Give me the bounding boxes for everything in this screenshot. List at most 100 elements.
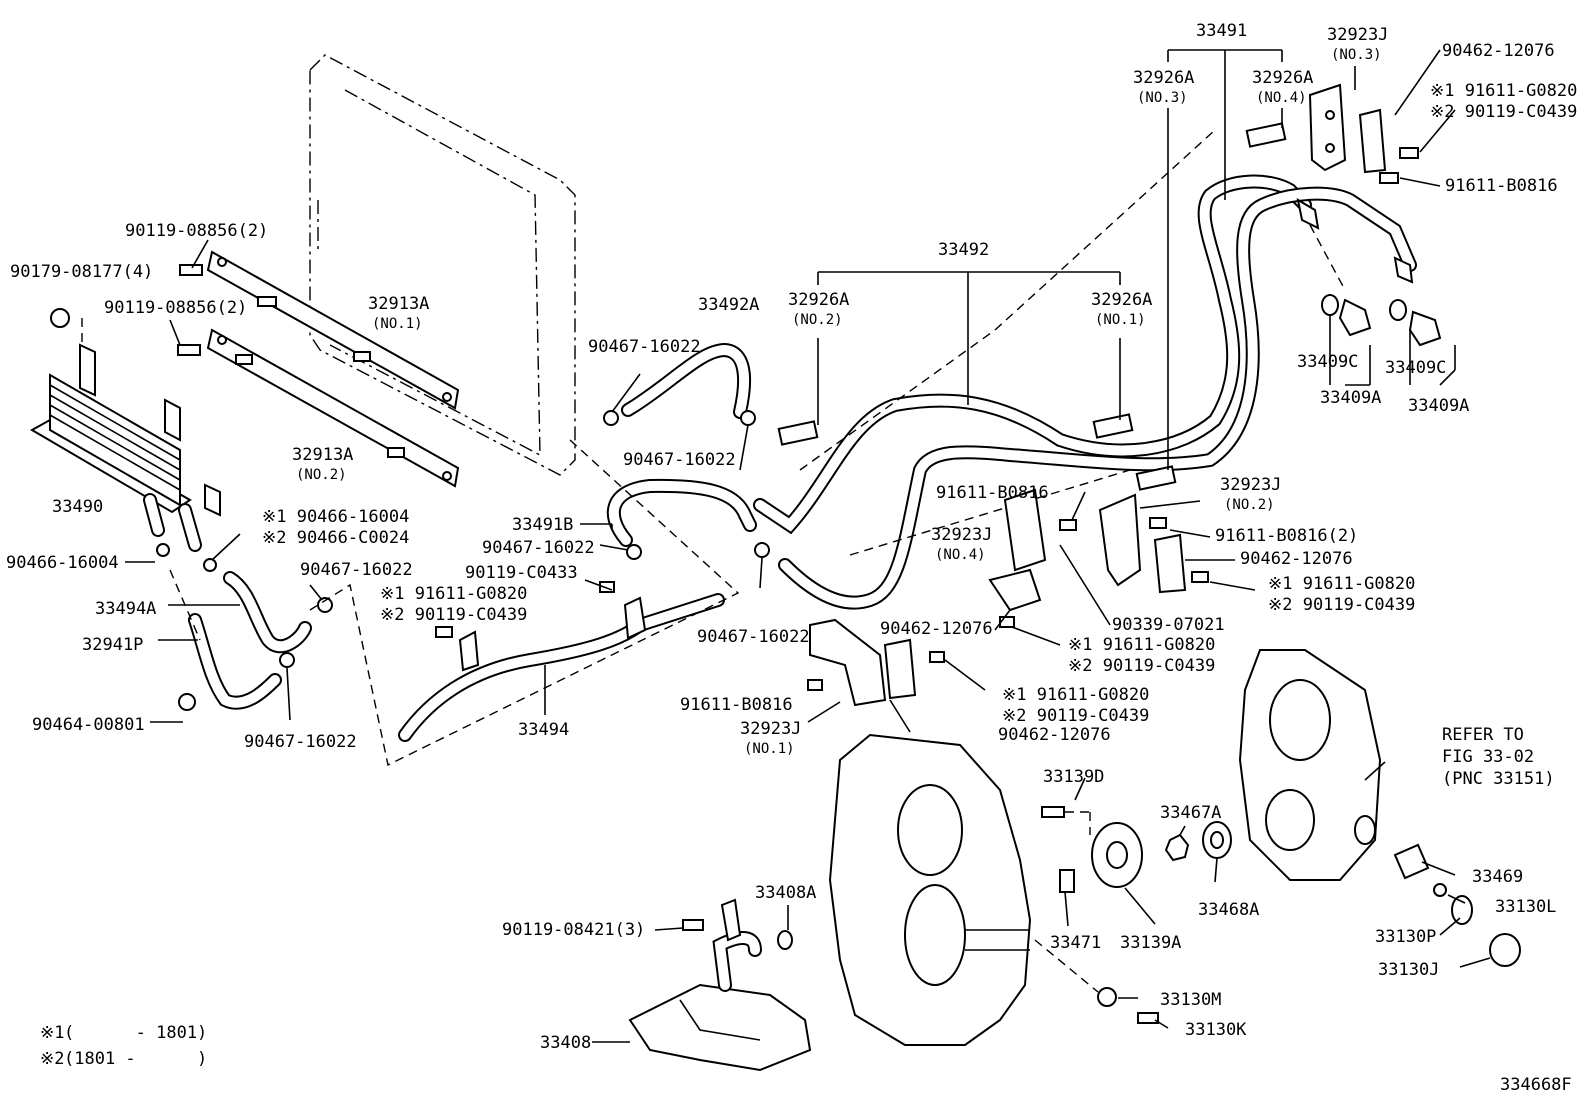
label-90119-08856-b: 90119-08856(2) — [104, 298, 247, 318]
label-32923J-no4: 32923J — [931, 525, 992, 545]
label-33130K: 33130K — [1185, 1020, 1247, 1040]
tube-33492 — [753, 174, 1312, 535]
label-32923J-no3: 32923J — [1327, 25, 1388, 45]
label-33494A: 33494A — [95, 599, 156, 619]
label-33409A-b: 33409A — [1408, 396, 1469, 416]
leader-lines — [125, 49, 1491, 1043]
label-91611-B0816-c: 91611-B0816(2) — [1215, 526, 1358, 546]
label-33490: 33490 — [52, 497, 103, 517]
label-33130P: 33130P — [1375, 927, 1436, 947]
label-33492A: 33492A — [698, 295, 759, 315]
note-1-mark: ※1 — [40, 1023, 64, 1043]
footnotes: ※1 ( - 1801) ※2 (1801 - ) — [40, 1023, 207, 1069]
label-91611-B0816-a: 91611-B0816 — [1445, 176, 1558, 196]
label-90119-C0439-c: ※2 90119-C0439 — [380, 605, 527, 625]
label-32913A-no2-sub: (NO.2) — [296, 467, 347, 483]
label-33139D: 33139D — [1043, 767, 1104, 787]
label-32926A-no1: 32926A — [1091, 290, 1152, 310]
bracket-32923J-no4 — [988, 488, 1077, 628]
bracket-32923J-no1 — [807, 618, 945, 707]
label-refer-line1: REFER TO — [1442, 725, 1524, 745]
label-32913A-no2: 32913A — [292, 445, 353, 465]
label-32926A-no3-sub: (NO.3) — [1137, 90, 1188, 106]
label-33130L: 33130L — [1495, 897, 1556, 917]
bracket-32913A-no1 — [206, 250, 460, 410]
label-32923J-no2: 32923J — [1220, 475, 1281, 495]
label-90467-16022-d: 90467-16022 — [697, 627, 810, 647]
label-90119-08856-a: 90119-08856(2) — [125, 221, 268, 241]
hose-33492A — [621, 342, 752, 419]
label-90466-16004: 90466-16004 — [6, 553, 119, 573]
label-33492: 33492 — [938, 240, 989, 260]
label-33494: 33494 — [518, 720, 569, 740]
label-90467-16022-c: 90467-16022 — [482, 538, 595, 558]
label-33130J: 33130J — [1378, 960, 1439, 980]
label-32926A-no1-sub: (NO.1) — [1095, 312, 1146, 328]
label-91611-G0820-d: ※1 91611-G0820 — [1068, 635, 1215, 655]
label-32913A-no1: 32913A — [368, 294, 429, 314]
label-90119-C0439-b: ※2 90119-C0439 — [1268, 595, 1415, 615]
label-32923J-no4-sub: (NO.4) — [935, 547, 986, 563]
bracket-32923J-no3 — [1308, 83, 1419, 184]
label-90466-16004-g1: ※1 90466-16004 — [262, 507, 409, 527]
hose-33491B — [606, 478, 757, 547]
label-32923J-no2-sub: (NO.2) — [1224, 497, 1275, 513]
label-32923J-no3-sub: (NO.3) — [1331, 47, 1382, 63]
part-labels: 33491 32926A (NO.3) 32926A (NO.4) 32923J… — [6, 21, 1577, 1053]
label-32926A-no4: 32926A — [1252, 68, 1313, 88]
label-32926A-no2-sub: (NO.2) — [792, 312, 843, 328]
label-33409C-a: 33409C — [1297, 352, 1358, 372]
label-90462-12076-d: 90462-12076 — [998, 725, 1111, 745]
label-33130M: 33130M — [1160, 990, 1221, 1010]
label-91611-G0820-c: ※1 91611-G0820 — [380, 584, 527, 604]
label-33409C-b: 33409C — [1385, 358, 1446, 378]
note-2-text: (1801 - ) — [64, 1049, 207, 1069]
protectors-32926A — [777, 122, 1287, 491]
note-2-mark: ※2 — [40, 1049, 64, 1069]
label-33471: 33471 — [1050, 933, 1101, 953]
label-refer-line2: FIG 33-02 — [1442, 747, 1534, 767]
label-90467-16022-a: 90467-16022 — [588, 337, 701, 357]
strainer-33408 — [628, 898, 812, 1072]
drain-parts — [1034, 843, 1521, 1024]
label-90339-07021: 90339-07021 — [1112, 615, 1225, 635]
label-90119-C0433: 90119-C0433 — [465, 563, 578, 583]
label-refer-line3: (PNC 33151) — [1442, 769, 1555, 789]
label-91611-G0820-b: ※1 91611-G0820 — [1268, 574, 1415, 594]
label-90466-C0024-g2: ※2 90466-C0024 — [262, 528, 409, 548]
fittings-33409C — [1296, 198, 1442, 347]
label-33467A: 33467A — [1160, 803, 1221, 823]
label-33491B: 33491B — [512, 515, 573, 535]
oil-cooler-33490 — [29, 308, 221, 552]
label-32926A-no2: 32926A — [788, 290, 849, 310]
tube-33494 — [398, 581, 725, 742]
label-90462-12076-a: 90462-12076 — [1442, 41, 1555, 61]
radiator-outline — [309, 54, 576, 476]
label-32913A-no1-sub: (NO.1) — [372, 316, 423, 332]
label-91611-B0816-d: 91611-B0816 — [680, 695, 793, 715]
label-91611-G0820-a: ※1 91611-G0820 — [1430, 81, 1577, 101]
label-90467-16022-f: 90467-16022 — [244, 732, 357, 752]
label-32923J-no1: 32923J — [740, 719, 801, 739]
label-32941P: 32941P — [82, 635, 143, 655]
label-90467-16022-e: 90467-16022 — [300, 560, 413, 580]
label-90464-00801: 90464-00801 — [32, 715, 145, 735]
figure-id: 334668F — [1500, 1075, 1572, 1095]
bolts-90119-08856 — [177, 264, 405, 458]
label-33468A: 33468A — [1198, 900, 1259, 920]
label-33409A-a: 33409A — [1320, 388, 1381, 408]
label-90119-C0439-e: ※2 90119-C0439 — [1002, 706, 1149, 726]
label-90462-12076-c: 90462-12076 — [880, 619, 993, 639]
label-32926A-no3: 32926A — [1133, 68, 1194, 88]
label-33491: 33491 — [1196, 21, 1247, 41]
bracket-32923J-no2 — [1098, 493, 1209, 594]
label-33469: 33469 — [1472, 867, 1523, 887]
note-1-text: ( - 1801) — [64, 1023, 207, 1043]
label-32926A-no4-sub: (NO.4) — [1256, 90, 1307, 106]
label-90119-C0439-a: ※2 90119-C0439 — [1430, 102, 1577, 122]
housing-ref-33-02 — [1238, 649, 1382, 881]
label-33408A: 33408A — [755, 883, 816, 903]
hose-33494A — [223, 571, 312, 654]
